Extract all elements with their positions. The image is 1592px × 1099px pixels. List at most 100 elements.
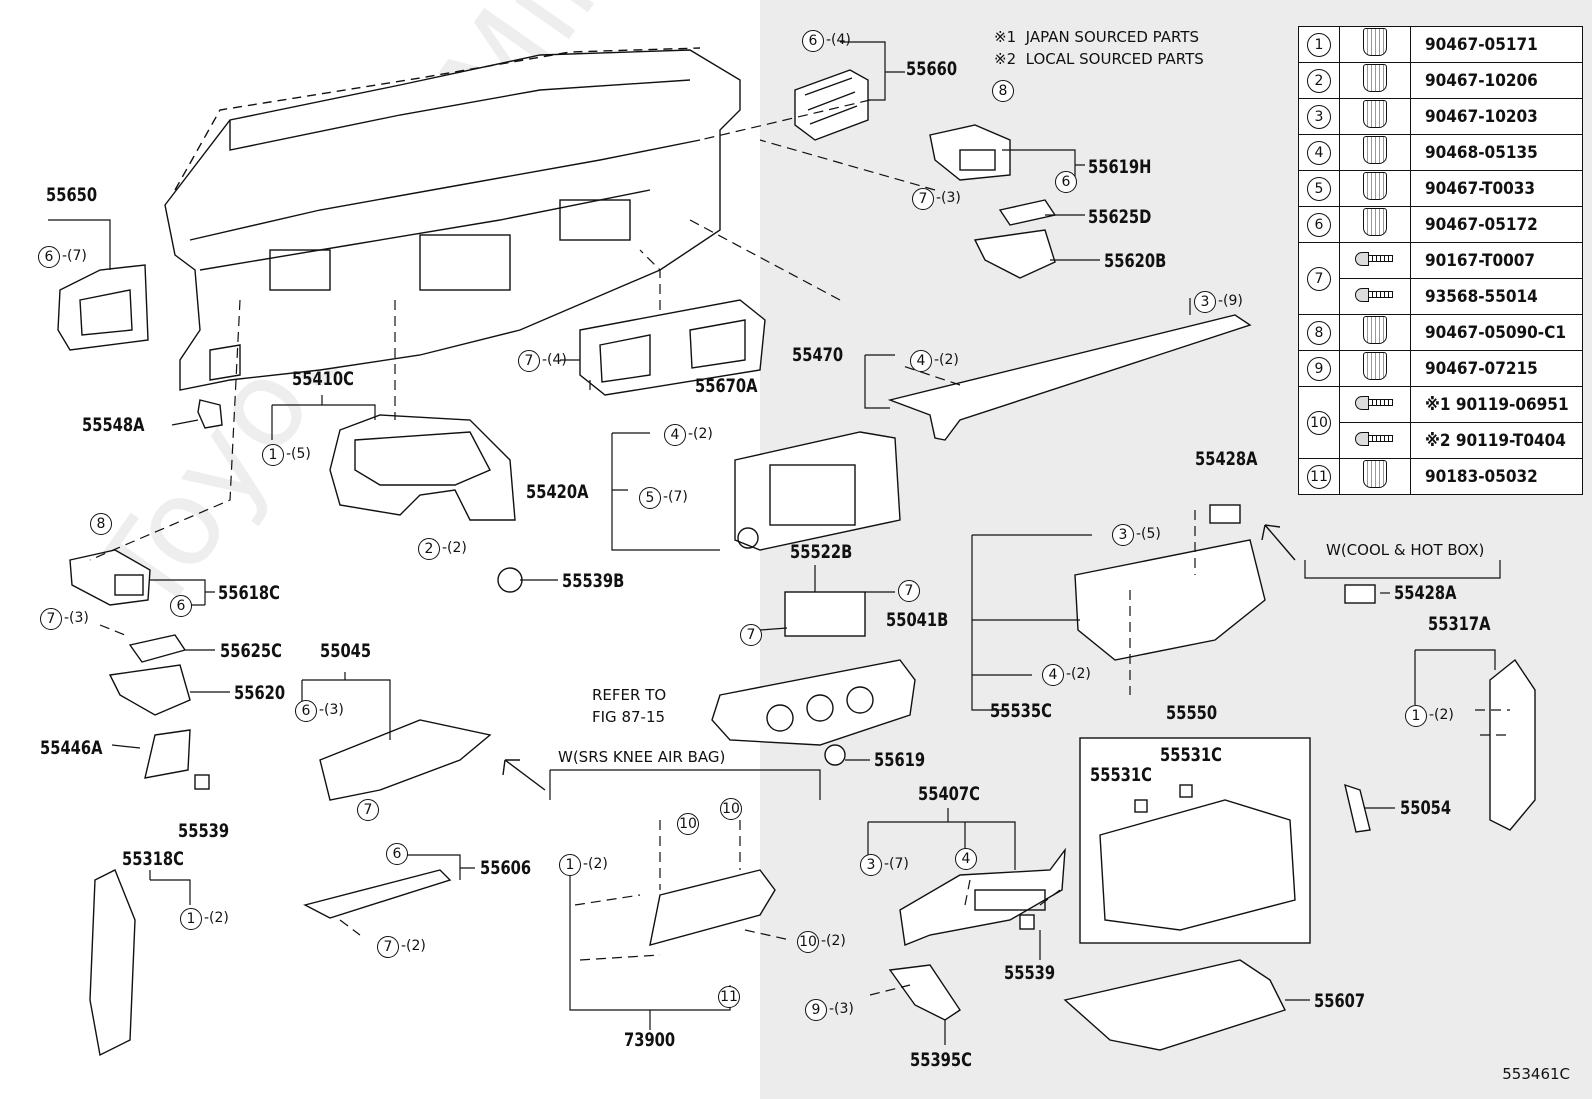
part-number-55548A[interactable]: 55548A [82,414,145,436]
part-number-55395C[interactable]: 55395C [910,1049,972,1071]
part-number-55318C[interactable]: 55318C [122,848,184,870]
part-number-55539-left[interactable]: 55539 [178,820,230,842]
part-number-55660[interactable]: 55660 [906,58,958,80]
lower-cover-55045-drawing [319,719,492,801]
part-number-55531C-left[interactable]: 55531C [1090,764,1152,786]
callout-qty: -(3) [319,702,344,718]
callout-4: 4 [664,424,686,446]
callout-7: 7 [898,580,920,602]
fastener-row: 5 90467-T0033 [1298,170,1583,207]
part-number-55054[interactable]: 55054 [1400,797,1452,819]
part-number-55428A-box[interactable]: 55428A [1394,582,1457,604]
fastener-part-number[interactable]: 90467-05171 [1410,26,1583,63]
fastener-row: 93568-55014 [1299,278,1583,315]
part-number-55619H[interactable]: 55619H [1088,156,1152,178]
fastener-part-number[interactable]: 90467-05172 [1410,206,1583,243]
part-number-55620B[interactable]: 55620B [1104,250,1167,272]
part-number-55531C-right[interactable]: 55531C [1160,744,1222,766]
fastener-row: ※2 90119-T0404 [1299,422,1583,459]
part-number-55535C[interactable]: 55535C [990,700,1052,722]
instrument-panel-drawing [164,49,741,391]
fastener-part-number[interactable]: 90468-05135 [1410,134,1583,171]
callout-7: 7 [40,608,62,630]
fastener-number: 5 [1298,170,1340,207]
part-number-55446A[interactable]: 55446A [40,737,103,759]
callout-qty: -(4) [542,352,567,368]
callout-11: 11 [718,986,740,1008]
callout-qty: -(2) [583,856,608,872]
push-rivet-icon [1363,316,1387,344]
callout-qty: -(2) [442,540,467,556]
fastener-number: 9 [1298,350,1340,387]
fastener-part-number[interactable]: 90183-05032 [1410,458,1583,495]
glovebox-door-55041B-drawing [1074,539,1266,661]
part-number-55522B[interactable]: 55522B [790,541,853,563]
part-number-55619[interactable]: 55619 [874,749,926,771]
part-number-55618C[interactable]: 55618C [218,582,280,604]
meter-hood-drawing [329,414,516,521]
callout-6: 6 [802,30,824,52]
part-number-55606[interactable]: 55606 [480,857,532,879]
callout-7: 7 [357,799,379,821]
part-number-55420A[interactable]: 55420A [526,481,589,503]
callout-qty: -(2) [401,938,426,954]
part-number-55470[interactable]: 55470 [792,344,844,366]
fastener-part-number[interactable]: 93568-55014 [1410,278,1583,315]
part-number-55625C[interactable]: 55625C [220,640,282,662]
part-number-55428A-top[interactable]: 55428A [1195,448,1258,470]
part-number-55670A[interactable]: 55670A [695,375,758,397]
screw-icon [1355,251,1395,266]
under-cover-55607-drawing [1063,959,1286,1051]
clock-55522B-drawing [784,591,866,637]
part-number-55041B[interactable]: 55041B [886,609,949,631]
part-number-55539B[interactable]: 55539B [562,570,625,592]
fastener-part-number[interactable]: 90467-10206 [1410,62,1583,99]
vent-55660-drawing [794,69,869,141]
callout-qty: -(2) [1429,707,1454,723]
callout-9: 9 [805,999,827,1021]
callout-3: 3 [860,854,882,876]
fastener-part-number[interactable]: 90467-10203 [1410,98,1583,135]
part-number-55045[interactable]: 55045 [320,640,372,662]
callout-1: 1 [1405,705,1427,727]
bolt-icon [1355,431,1395,446]
part-number-55317A[interactable]: 55317A [1428,613,1491,635]
fastener-number: 11 [1298,458,1340,495]
part-number-55625D[interactable]: 55625D [1088,206,1152,228]
part-number-73900[interactable]: 73900 [624,1029,676,1051]
nut-clip-icon [1363,460,1387,488]
callout-qty: -(2) [204,910,229,926]
note-japan: ※1 JAPAN SOURCED PARTS [994,28,1200,46]
part-number-55620[interactable]: 55620 [234,682,286,704]
push-clip-icon [1363,208,1387,236]
fastener-part-number[interactable]: 90467-07215 [1410,350,1583,387]
push-clip-icon [1363,28,1387,56]
callout-2: 2 [418,538,440,560]
part-number-55539-mid[interactable]: 55539 [1004,962,1056,984]
center-bezel-drawing [734,431,901,551]
part-number-55550[interactable]: 55550 [1166,702,1218,724]
fastener-number: 4 [1298,134,1340,171]
fastener-part-number[interactable]: 90467-05090-C1 [1410,314,1583,351]
callout-8: 8 [90,513,112,535]
callout-4: 4 [955,848,977,870]
fastener-part-number[interactable]: ※1 90119-06951 [1410,386,1583,423]
part-number-55607[interactable]: 55607 [1314,990,1366,1012]
part-number-55410C[interactable]: 55410C [292,368,354,390]
callout-8: 8 [992,80,1014,102]
fastener-part-number[interactable]: ※2 90119-T0404 [1410,422,1583,459]
callout-qty: -(7) [884,856,909,872]
fastener-row: 11 90183-05032 [1298,458,1583,495]
callout-10: 10 [797,931,819,953]
callout-7: 7 [377,936,399,958]
fastener-part-number[interactable]: 90467-T0033 [1410,170,1583,207]
part-number-55407C[interactable]: 55407C [918,783,980,805]
callout-10: 10 [720,798,742,820]
fastener-part-number[interactable]: 90167-T0007 [1410,242,1583,279]
callout-6: 6 [295,700,317,722]
part-number-55650[interactable]: 55650 [46,184,98,206]
